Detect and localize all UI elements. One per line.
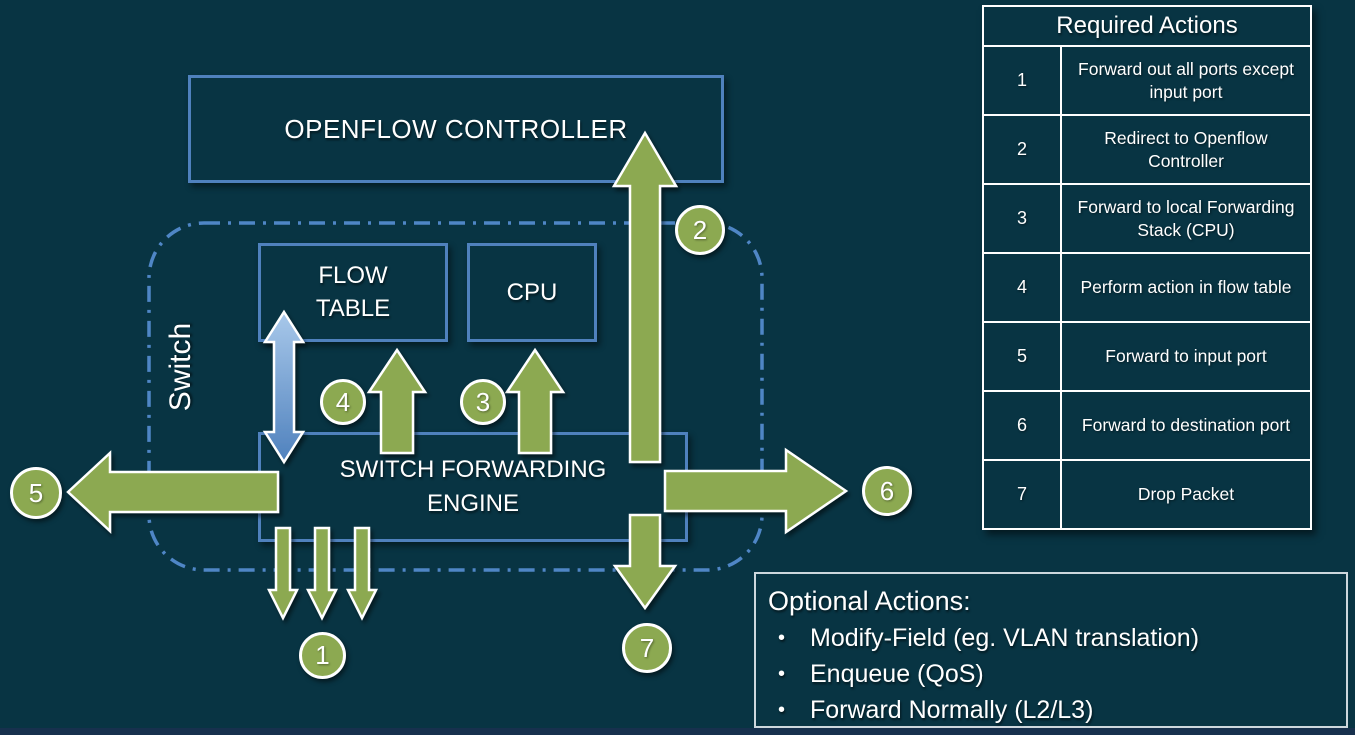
switch-dashed-boundary [147, 221, 764, 572]
action-description: Forward to input port [1060, 321, 1312, 392]
openflow-controller-label: OPENFLOW CONTROLLER [284, 113, 628, 144]
action-description: Forward to destination port [1060, 390, 1312, 461]
optional-action-text: Modify-Field (eg. VLAN translation) [810, 624, 1200, 652]
switch-forwarding-engine-label: SWITCH FORWARDING ENGINE [339, 456, 607, 517]
arrow-6-right-icon [663, 447, 849, 535]
arrow-4-up-to-flow-table-icon [366, 347, 428, 455]
cpu-label: CPU [506, 278, 558, 306]
table-row: 6 Forward to destination port [982, 390, 1312, 461]
optional-actions-box: Optional Actions: • Modify-Field (eg. VL… [754, 572, 1348, 728]
required-actions-table: Required Actions 1 Forward out all ports… [982, 5, 1312, 530]
table-row: 2 Redirect to Openflow Controller [982, 114, 1312, 185]
optional-actions-title: Optional Actions: [768, 586, 971, 616]
openflow-controller-box: OPENFLOW CONTROLLER [188, 75, 724, 183]
marker-1: 1 [299, 632, 346, 679]
table-row: 5 Forward to input port [982, 321, 1312, 392]
slide-bottom-edge [0, 728, 1355, 735]
arrow-1-flood-middle-icon [305, 526, 339, 621]
arrow-2-up-to-controller-icon [611, 130, 679, 464]
bullet-icon: • [778, 627, 786, 649]
action-number: 3 [982, 183, 1062, 254]
flow-table-label: FLOW TABLE [315, 262, 391, 322]
list-item: • Forward Normally (L2/L3) [768, 692, 1336, 728]
bullet-icon: • [778, 663, 786, 685]
arrow-5-left-icon [66, 450, 280, 534]
marker-5: 5 [10, 467, 62, 519]
marker-2: 2 [675, 205, 725, 255]
flow-table-engine-double-arrow-icon [262, 309, 306, 465]
action-description: Perform action in flow table [1060, 252, 1312, 323]
marker-4: 4 [320, 379, 366, 425]
action-number: 5 [982, 321, 1062, 392]
action-description: Forward to local Forwarding Stack (CPU) [1060, 183, 1312, 254]
action-description: Forward out all ports except input port [1060, 45, 1312, 116]
flow-table-box: FLOW TABLE [258, 243, 448, 342]
optional-action-text: Forward Normally (L2/L3) [810, 696, 1094, 724]
arrow-7-down-icon [612, 513, 678, 611]
action-description: Drop Packet [1060, 459, 1312, 530]
marker-7: 7 [622, 623, 672, 673]
arrow-1-flood-right-icon [345, 526, 379, 621]
action-number: 1 [982, 45, 1062, 116]
bullet-icon: • [778, 699, 786, 721]
required-actions-title: Required Actions [982, 5, 1312, 47]
table-row: 4 Perform action in flow table [982, 252, 1312, 323]
marker-3: 3 [460, 379, 506, 425]
list-item: • Modify-Field (eg. VLAN translation) [768, 620, 1336, 656]
optional-action-text: Enqueue (QoS) [810, 660, 984, 688]
cpu-box: CPU [467, 243, 597, 342]
action-number: 6 [982, 390, 1062, 461]
arrow-3-up-to-cpu-icon [504, 347, 566, 455]
table-row: 1 Forward out all ports except input por… [982, 45, 1312, 116]
action-number: 7 [982, 459, 1062, 530]
action-description: Redirect to Openflow Controller [1060, 114, 1312, 185]
action-number: 4 [982, 252, 1062, 323]
table-header-row: Required Actions [982, 5, 1312, 47]
marker-6: 6 [862, 466, 912, 516]
list-item: • Enqueue (QoS) [768, 656, 1336, 692]
table-row: 7 Drop Packet [982, 459, 1312, 530]
table-row: 3 Forward to local Forwarding Stack (CPU… [982, 183, 1312, 254]
action-number: 2 [982, 114, 1062, 185]
arrow-1-flood-left-icon [266, 526, 300, 621]
